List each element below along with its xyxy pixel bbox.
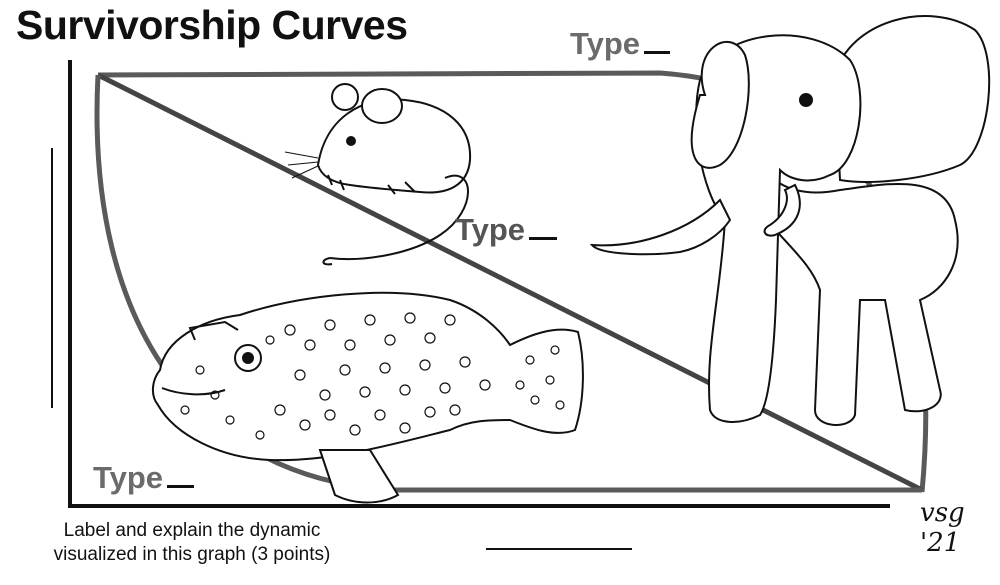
question-prompt: Label and explain the dynamic visualized… (53, 520, 331, 565)
mouse-drawing (284, 83, 472, 266)
type-label-bottom-text: Type (93, 460, 164, 495)
type-label-middle-text: Type (455, 212, 526, 247)
type-label-top: Type (570, 26, 671, 62)
type-label-middle: Type (455, 212, 558, 248)
type-label-bottom: Type (93, 460, 195, 496)
elephant-drawing (589, 15, 991, 427)
type-middle-blank[interactable] (529, 237, 558, 240)
type-top-blank[interactable] (644, 51, 671, 54)
artist-signature: vsg '21 (920, 498, 965, 558)
type-bottom-blank[interactable] (167, 485, 195, 488)
diagram-title: Survivorship Curves (16, 2, 408, 48)
answer-blank-line[interactable] (486, 548, 632, 550)
fish-drawing (152, 291, 584, 504)
type-label-top-text: Type (570, 26, 641, 61)
diagonal-curve (96, 72, 924, 493)
